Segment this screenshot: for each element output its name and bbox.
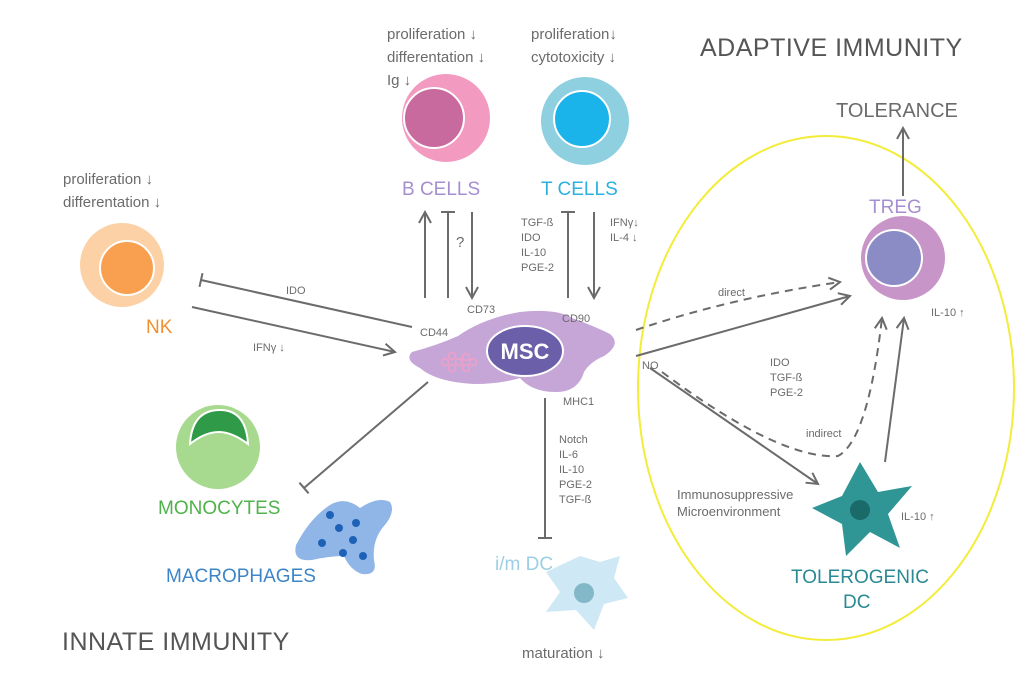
msc-to-treg-arrow [635,296,850,357]
tolerogenic-dc-cell [812,462,912,556]
msc-to-t-factor-2: IDO [521,232,541,244]
b-cells-effect-1: proliferation ↓ [387,26,477,43]
tolerance-label: TOLERANCE [836,100,958,122]
tolerance-region-ellipse [637,135,1015,641]
innate-immunity-title: INNATE IMMUNITY [62,628,290,656]
dc-factor-2: IL-6 [559,449,578,461]
monocytes-label: MONOCYTES [158,498,280,519]
tolerogenic-dc-to-treg-arrow [884,318,904,463]
b-cell-question-mark: ? [456,234,464,251]
nk-cell [80,223,164,307]
dc-factor-5: TGF-ß [559,494,592,506]
t-cells-effect-1: proliferation↓ [531,26,617,43]
monocyte-cell [176,405,260,489]
b-cells-effect-3: Ig ↓ [387,72,411,89]
treg-factor-1: IDO [770,357,790,369]
nk-effect-1: proliferation ↓ [63,171,153,188]
t-to-msc-factor-2: IL-4 ↓ [610,232,638,244]
msc-inhibits-nk [198,272,413,328]
msc-inhibits-macrophage [298,381,429,494]
msc-to-t-factor-4: PGE-2 [521,262,554,274]
dc-factor-1: Notch [559,434,588,446]
dc-maturation-effect: maturation ↓ [522,645,605,662]
b-cells-label: B CELLS [402,179,480,200]
microenvironment-label-2: Microenvironment [677,504,781,519]
macrophage-cell [295,500,392,575]
t-cells-effect-2: cytotoxicity ↓ [531,49,616,66]
treg-factor-2: TGF-ß [770,372,803,384]
cd44-marker: CD44 [420,327,448,339]
t-cells-label: T CELLS [541,179,618,200]
macrophages-label: MACROPHAGES [166,566,316,587]
treg-label: TREG [869,197,922,218]
nk-effect-2: differentation ↓ [63,194,161,211]
ido-nk-label: IDO [286,285,306,297]
t-to-msc-factor-1: IFNγ↓ [610,217,639,229]
treg-il10-label: IL-10 ↑ [931,307,965,319]
cd90-marker: CD90 [562,313,590,325]
msc-to-tolerogenic-dc-arrow [649,367,818,484]
msc-to-t-factor-3: IL-10 [521,247,546,259]
no-marker: NO [642,360,659,372]
adaptive-immunity-title: ADAPTIVE IMMUNITY [700,34,963,62]
direct-label: direct [718,287,745,299]
nk-to-msc-arrow [191,306,395,352]
direct-dashed-arrow [635,282,840,331]
tolerogenic-dc-label-1: TOLEROGENIC [791,567,929,588]
microenvironment-label-1: Immunosuppressive [677,487,793,502]
tolerogenic-dc-label-2: DC [843,592,870,613]
t-cell [541,77,629,165]
cd73-marker: CD73 [467,304,495,316]
treg-cell [861,216,945,300]
dc-factor-4: PGE-2 [559,479,592,491]
msc-to-t-factor-1: TGF-ß [521,217,554,229]
ifny-nk-label: IFNγ ↓ [253,342,285,354]
indirect-dashed-arrow [661,318,882,458]
b-cell [402,74,490,162]
im-dc-cell [546,556,628,630]
dc-factor-3: IL-10 [559,464,584,476]
indirect-label: indirect [806,428,841,440]
im-dc-label: i/m DC [495,554,553,575]
msc-cell [409,310,615,392]
tolerogenic-dc-il10-label: IL-10 ↑ [901,511,935,523]
b-cells-effect-2: differentation ↓ [387,49,485,66]
mhc1-marker: MHC1 [563,396,594,408]
nk-label: NK [146,317,173,338]
msc-label: MSC [501,339,550,364]
treg-factor-3: PGE-2 [770,387,803,399]
